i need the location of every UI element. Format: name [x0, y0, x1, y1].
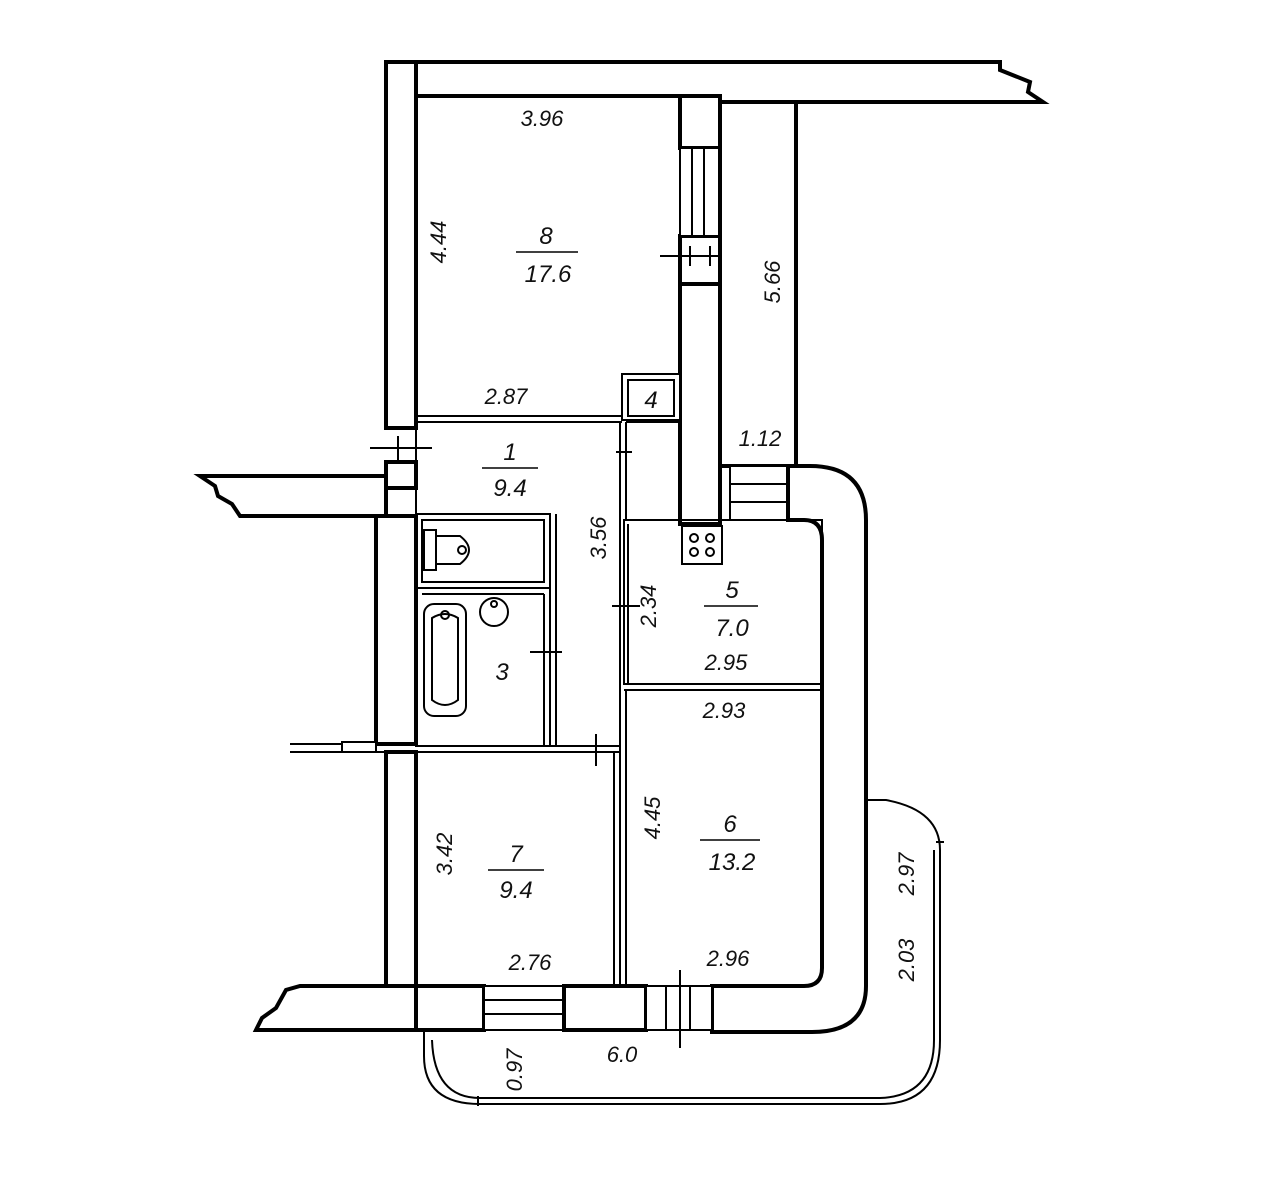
dim-r6-bottom: 2.96: [706, 946, 751, 971]
room-area: 9.4: [493, 475, 526, 502]
stove-icon: [681, 525, 723, 565]
dim-loggia-side-a: 2.97: [894, 852, 919, 897]
dim-balcony-width: 1.12: [739, 426, 782, 451]
bottom-wall: [414, 970, 713, 1048]
room-7-label: 7 9.4: [488, 841, 544, 904]
dim-r6-left: 4.45: [640, 796, 665, 840]
dim-loggia-side-b: 2.03: [894, 938, 919, 983]
dim-r8-top: 3.96: [521, 106, 565, 131]
dim-loggia-width: 0.97: [502, 1048, 527, 1092]
dim-r7-left: 3.42: [432, 833, 457, 876]
room-number: 5: [725, 577, 739, 604]
dim-r5-left: 2.34: [636, 585, 661, 629]
room-4-label: 4: [644, 387, 657, 414]
partitions: [370, 373, 823, 986]
room-area: 7.0: [715, 615, 749, 642]
room-number: 7: [509, 841, 524, 868]
room-area: 13.2: [709, 849, 756, 876]
dim-r6-top: 2.93: [702, 698, 747, 723]
top-balcony: [718, 100, 798, 521]
room-area: 9.4: [499, 877, 532, 904]
dim-r8-bottom: 2.87: [484, 384, 529, 409]
bathtub-icon: [423, 603, 467, 717]
toilet-icon: [423, 529, 470, 571]
sink-icon: [479, 597, 509, 627]
loggia: [423, 799, 944, 1106]
dim-r8-left: 4.44: [426, 221, 451, 264]
dim-balcony-length: 5.66: [760, 260, 785, 304]
room-8-label: 8 17.6: [516, 223, 578, 288]
dim-loggia-length: 6.0: [607, 1042, 638, 1067]
room-1-label: 1 9.4: [482, 439, 538, 502]
room-area: 17.6: [525, 261, 572, 288]
room-labels: 8 17.6 1 9.4 3 4 5 7.0 6 13.2 7 9.4: [482, 223, 760, 904]
room-5-label: 5 7.0: [704, 577, 758, 642]
fixtures: [423, 525, 723, 717]
room-number: 1: [503, 439, 516, 466]
room-6-label: 6 13.2: [700, 811, 760, 876]
right-curved-wall: [710, 464, 868, 1034]
dim-r5-bottom: 2.95: [704, 650, 749, 675]
room-3-label: 3: [495, 659, 509, 686]
room-number: 8: [539, 223, 553, 250]
dimension-labels: 3.96 4.44 2.87 5.66 1.12 3.56 2.34 2.95 …: [426, 106, 919, 1091]
room-number: 6: [723, 811, 737, 838]
dim-r7-bottom: 2.76: [508, 950, 553, 975]
dim-r1-right: 3.56: [586, 516, 611, 560]
